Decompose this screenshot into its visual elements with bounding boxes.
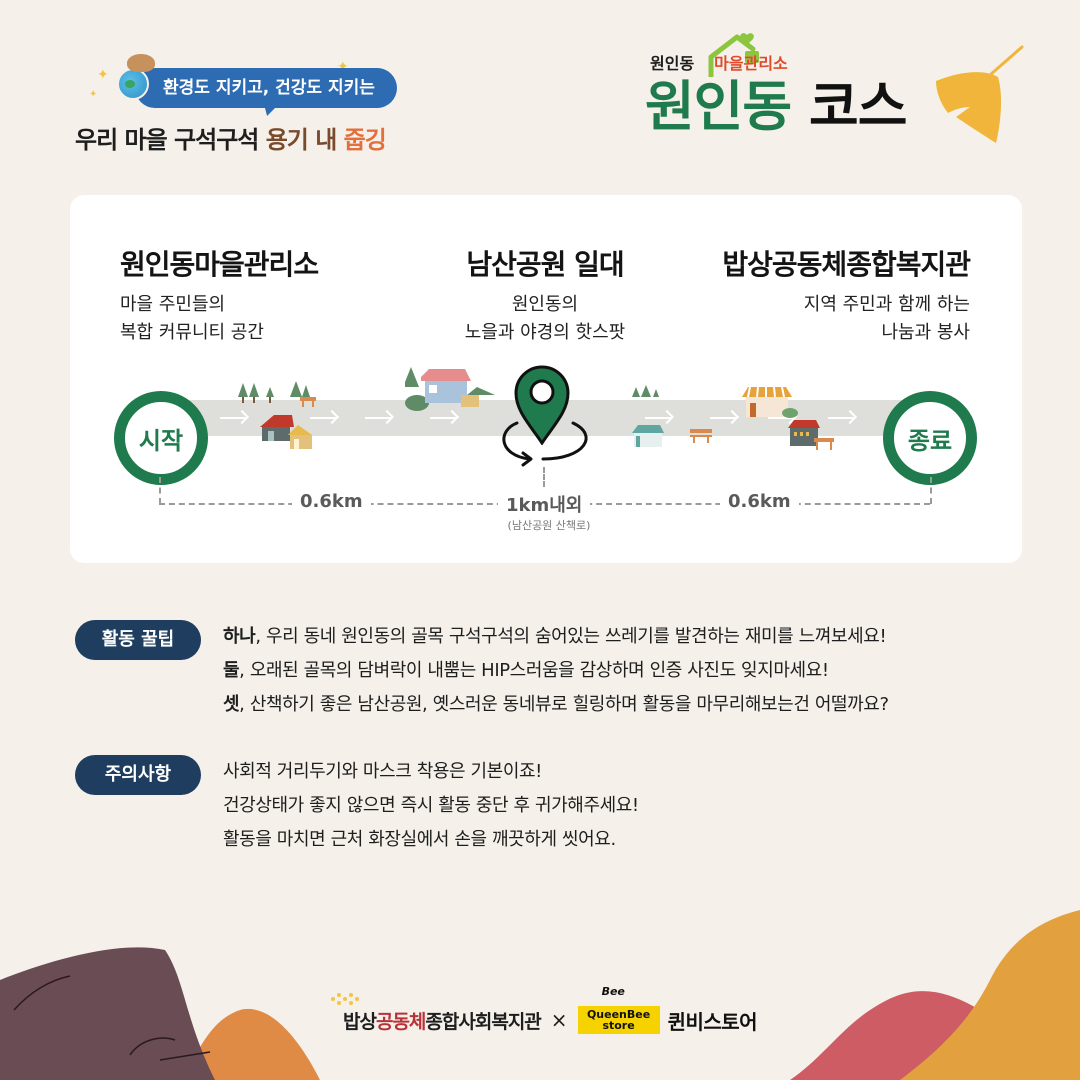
stop-2-name: 남산공원 일대: [466, 248, 624, 281]
stop-3-desc-line1: 지역 주민과 함께 하는: [803, 294, 970, 315]
slogan: 우리 마을 구석구석 용기 내 줍깅: [75, 120, 387, 155]
tip-item: 둘, 오래된 골목의 담벼락이 내뿜는 HIP스러움을 감상하며 인증 사진도 …: [223, 654, 889, 688]
loop-arrow-icon: [502, 421, 588, 467]
stop-1-name: 원인동마을관리소: [120, 248, 319, 281]
note-item: 사회적 거리두기와 마스크 착용은 기본이죠!: [223, 761, 542, 782]
sparkle-icon: ✦: [89, 89, 98, 100]
note-item: 건강상태가 좋지 않으면 즉시 활동 중단 후 귀가해주세요!: [223, 795, 639, 816]
qb-line1: QueenBee: [586, 1008, 651, 1021]
partner1-b: 공동체: [375, 1010, 426, 1033]
earth-icon: [117, 68, 149, 100]
collab-separator: ×: [550, 1008, 568, 1032]
arrow-right-icon: [310, 410, 340, 424]
dash-connector: [543, 467, 545, 487]
slogan-part3: 줍깅: [343, 126, 387, 154]
house-bench-icon: [788, 420, 834, 450]
distance-3: 0.6km: [720, 491, 799, 512]
stop-2-desc-line2: 노을과 야경의 핫스팟: [464, 322, 626, 343]
tip-lead: 셋: [223, 694, 240, 715]
decorative-hill-left: [0, 947, 320, 1080]
stop-1-desc-line2: 복합 커뮤니티 공간: [120, 322, 264, 343]
tip-text: , 산책하기 좋은 남산공원, 옛스러운 동네뷰로 힐링하며 활동을 마무리해보…: [239, 694, 889, 715]
sparkle-icon: ✦: [337, 59, 349, 75]
ginkgo-leaf-icon: [936, 45, 1024, 143]
house-icon: [260, 415, 312, 449]
arrow-right-icon: [710, 410, 740, 424]
tip-lead: 하나: [223, 626, 256, 647]
org-name: 원인동 마을관리소: [650, 50, 788, 74]
stop-3-desc-line2: 나눔과 봉사: [881, 322, 970, 343]
tip-item: 셋, 산책하기 좋은 남산공원, 옛스러운 동네뷰로 힐링하며 활동을 마무리해…: [223, 688, 889, 722]
slogan-part1: 우리 마을 구석구석: [75, 126, 266, 154]
arrow-right-icon: [365, 410, 395, 424]
hat-icon: [127, 54, 155, 72]
bench-icon: [690, 429, 712, 443]
tip-text: , 오래된 골목의 담벼락이 내뿜는 HIP스러움을 감상하며 인증 사진도 잊…: [239, 660, 829, 681]
arrow-right-icon: [768, 410, 798, 424]
house-trees-icon: [405, 367, 495, 411]
tips-list: 하나, 우리 동네 원인동의 골목 구석구석의 숨어있는 쓰레기를 발견하는 재…: [223, 620, 889, 722]
org-suffix: 마을관리소: [714, 54, 788, 73]
tips-badge: 활동 꿀팁: [75, 620, 201, 660]
slogan-part2: 용기 내: [265, 126, 344, 154]
arrow-right-icon: [645, 410, 675, 424]
qb-line2: store: [602, 1019, 635, 1032]
tip-text: , 우리 동네 원인동의 골목 구석구석의 숨어있는 쓰레기를 발견하는 재미를…: [255, 626, 887, 647]
arrow-right-icon: [220, 410, 250, 424]
partner1-c: 종합사회복지관: [425, 1010, 541, 1033]
stop-1-desc-line1: 마을 주민들의: [120, 294, 226, 315]
distance-2-note: (남산공원 산책로): [507, 519, 591, 532]
tip-item: 하나, 우리 동네 원인동의 골목 구석구석의 숨어있는 쓰레기를 발견하는 재…: [223, 620, 889, 654]
bee-icon: Bee: [601, 985, 625, 998]
distance-1: 0.6km: [292, 491, 371, 512]
arrow-right-icon: [828, 410, 858, 424]
sparkle-icon: ✦: [97, 67, 109, 83]
trees-icon: [632, 385, 659, 397]
shop-awning-icon: [742, 387, 798, 418]
note-item: 활동을 마치면 근처 화장실에서 손을 깨끗하게 씻어요.: [223, 829, 616, 850]
partner-bapsang: 밥상공동체종합사회복지관: [325, 992, 542, 1034]
start-marker: 시작: [114, 391, 208, 485]
campaign-slogan: ✦ ✦ ✦ ✦ 환경도 지키고, 건강도 지키는 우리 마을 구석구석 용기 내…: [75, 48, 415, 154]
speech-bubble: 환경도 지키고, 건강도 지키는: [135, 68, 397, 108]
tree-bench-icon: [290, 381, 316, 407]
title-black: 코스: [809, 75, 907, 138]
title-green: 원인동: [645, 75, 792, 138]
dash-connector: [930, 477, 932, 504]
dash-connector: [159, 477, 161, 504]
stop-2-desc-line1: 원인동의: [511, 294, 579, 315]
location-pin-icon: [514, 365, 570, 445]
partner1-a: 밥상: [343, 1010, 377, 1033]
speech-bubble-tail: [257, 100, 283, 116]
house-icon: [632, 425, 664, 447]
house-heart-icon: [708, 33, 759, 77]
bapsang-logo-icon: [331, 992, 359, 1005]
partner-logos: 밥상공동체종합사회복지관 × Bee QueenBee store 퀸비스토어: [325, 986, 758, 1045]
stop-3-name: 밥상공동체종합복지관: [722, 248, 971, 281]
end-marker: 종료: [883, 391, 977, 485]
notes-badge: 주의사항: [75, 755, 201, 795]
tip-lead: 둘: [223, 660, 240, 681]
queenbee-logo: Bee QueenBee store: [577, 986, 660, 1034]
org-prefix: 원인동: [650, 54, 695, 73]
notes-list: 사회적 거리두기와 마스크 착용은 기본이죠! 건강상태가 좋지 않으면 즉시 …: [223, 755, 639, 857]
decorative-hill-right: [790, 910, 1080, 1080]
arrow-right-icon: [430, 410, 460, 424]
partner-queenbee: 퀸비스토어: [667, 1009, 758, 1034]
distance-2: 1km내외: [498, 491, 591, 517]
trees-icon: [238, 383, 274, 403]
